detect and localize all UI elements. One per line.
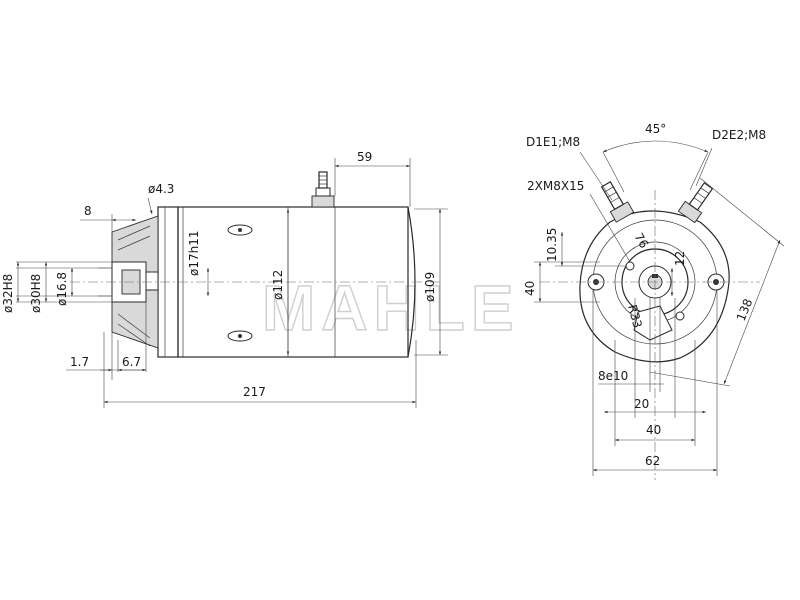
dim-diagonal-138: 138 <box>734 297 756 323</box>
label-terminal-d2e2: D2E2;M8 <box>712 128 766 142</box>
dim-body-diameter: ø112 <box>271 270 285 300</box>
dim-step-6-7: 6.7 <box>122 355 141 369</box>
dim-terminal-angle: 45° <box>645 122 666 136</box>
housing-outline <box>579 210 730 363</box>
dim-key-8e10: 8e10 <box>598 369 628 383</box>
dim-spigot-32: ø32H8 <box>1 274 15 313</box>
thread-hole-upper <box>625 261 635 271</box>
dim-end-diameter: ø109 <box>423 272 437 302</box>
body-screw-bottom <box>227 330 253 342</box>
dim-vertical-40: 40 <box>523 281 537 296</box>
watermark-logo: MAHLE <box>262 272 520 344</box>
dim-pcd-76: 76 <box>631 231 651 251</box>
dim-top-length: 59 <box>357 150 372 164</box>
thread-hole-lower <box>675 311 685 321</box>
dim-hole-diameter: ø4.3 <box>148 182 174 196</box>
end-view: 45° D1E1;M8 D2E2;M8 2XM8X15 10.35 76 12 … <box>523 122 785 480</box>
dim-flange-length: 8 <box>84 204 92 218</box>
dim-shaft-diameter: ø17h11 <box>187 231 201 277</box>
side-view: 59 ø4.3 8 ø17h11 ø112 ø109 ø32H8 ø30H8 ø… <box>1 150 448 408</box>
terminal-d2e2 <box>677 182 714 224</box>
dim-horizontal-20: 20 <box>634 397 649 411</box>
dim-12: 12 <box>673 251 687 266</box>
dim-step-1-7: 1.7 <box>70 355 89 369</box>
dim-spigot-30: ø30H8 <box>29 274 43 313</box>
dim-horizontal-40: 40 <box>646 423 661 437</box>
label-terminal-d1e1: D1E1;M8 <box>526 135 580 149</box>
dim-offset-10-35: 10.35 <box>545 228 559 262</box>
dim-overall-length: 217 <box>243 385 266 399</box>
terminal-d1e1 <box>600 180 635 223</box>
dim-spigot-16: ø16.8 <box>55 272 69 306</box>
terminal-stud <box>311 171 335 208</box>
body-screw-top <box>227 224 253 236</box>
label-threads: 2XM8X15 <box>527 179 584 193</box>
dim-horizontal-62: 62 <box>645 454 660 468</box>
